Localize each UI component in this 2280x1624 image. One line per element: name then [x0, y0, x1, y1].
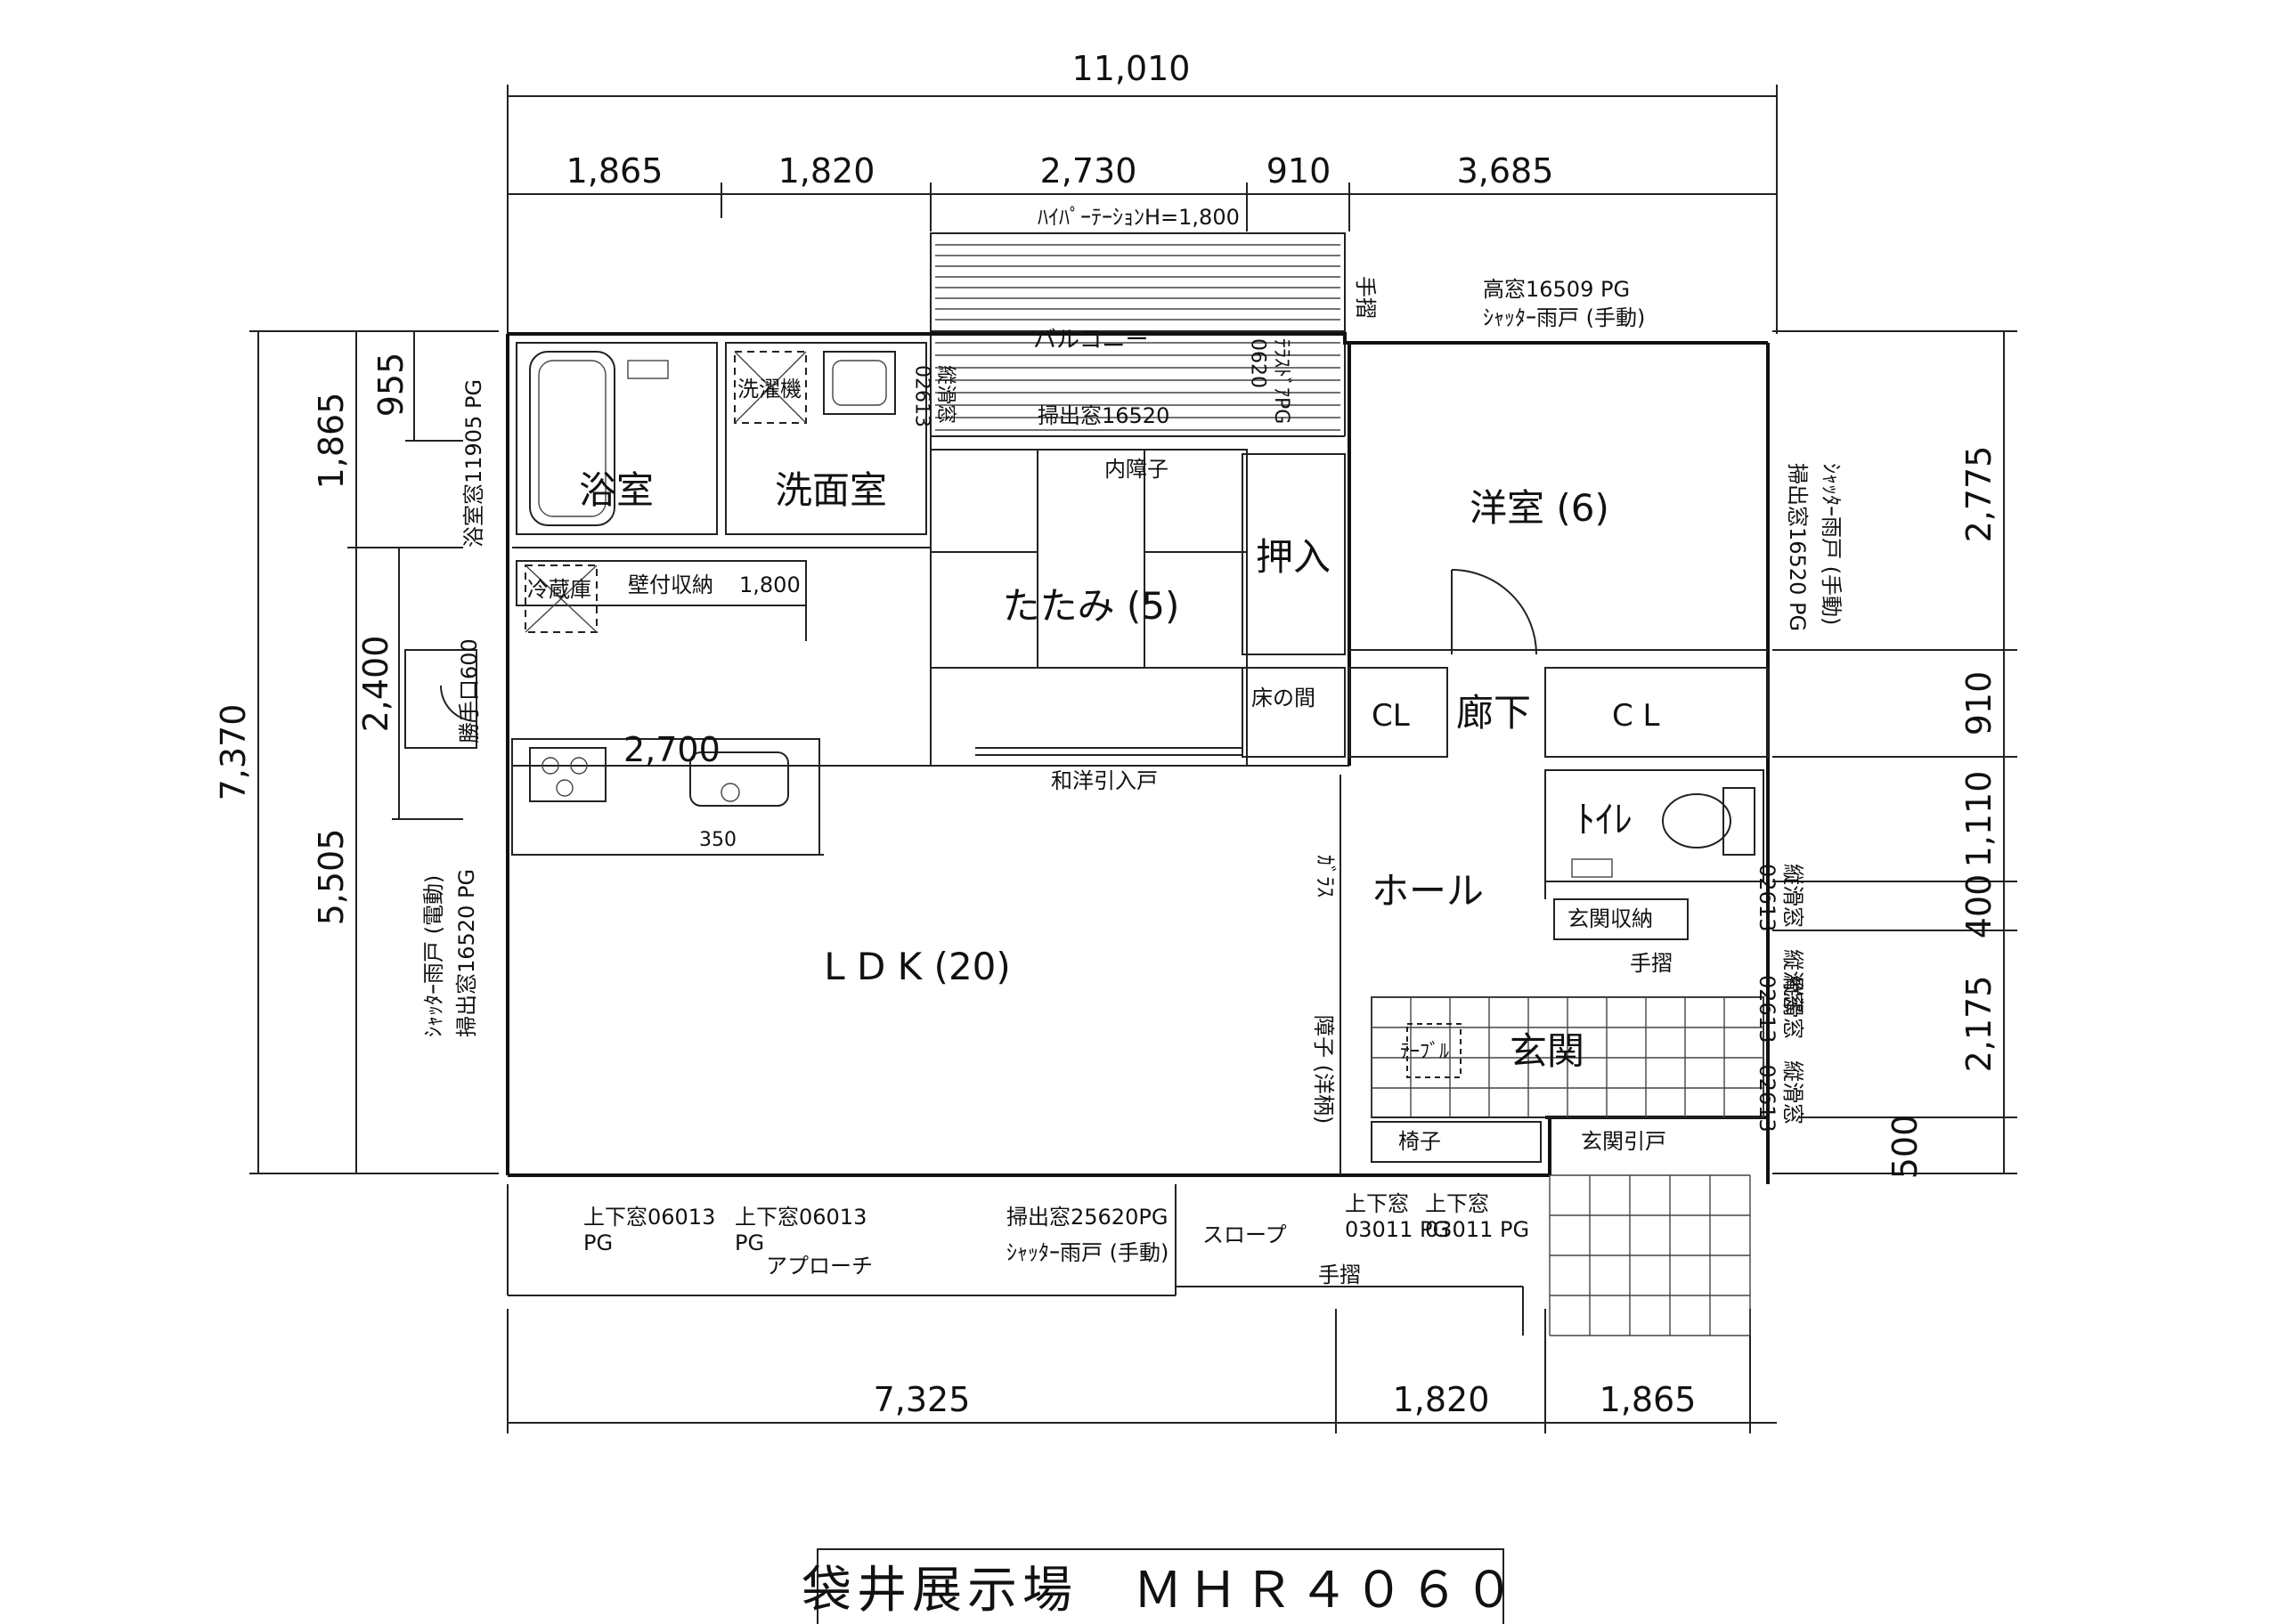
dim-bottom-3: 1,865 — [1600, 1380, 1697, 1419]
dim-right-2: 910 — [1959, 671, 1999, 736]
room-oshiire: 押入 — [1256, 535, 1331, 579]
wall-storage-label: 壁付収納 — [628, 572, 713, 597]
dimension-lines — [249, 85, 2017, 1433]
room-cl2: C L — [1612, 698, 1660, 734]
glass-note: ｶﾞﾗｽ — [1313, 855, 1338, 897]
sweep-window-left: 掃出窓16520 PG — [454, 869, 479, 1037]
dim-left-total: 7,370 — [214, 704, 253, 801]
counter-depth: 350 — [699, 829, 737, 851]
room-corridor: 廊下 — [1456, 691, 1531, 735]
dim-top-1: 1,865 — [566, 151, 664, 191]
sweep-window-south: 掃出窓25620PG — [1006, 1205, 1168, 1230]
bathtub — [529, 351, 669, 526]
room-approach: アプローチ — [766, 1254, 873, 1279]
dim-right-1: 2,775 — [1959, 446, 1999, 543]
high-window-note: 高窓16509 PG — [1483, 277, 1630, 302]
room-hall: ホール — [1372, 869, 1484, 913]
shutter-electric-note: ｼｬｯﾀｰ雨戸 (電動) — [421, 875, 446, 1037]
dim-right-6: 500 — [1885, 1115, 1925, 1180]
dim-left-1: 1,865 — [312, 393, 351, 490]
dim-left-4: 5,505 — [312, 829, 351, 926]
dim-left-3: 2,400 — [356, 636, 395, 733]
glass-door-note: ﾃﾗｽﾄﾞｱPG0620 — [1247, 338, 1292, 424]
dim-left-2: 955 — [371, 353, 411, 418]
dim-top-5: 3,685 — [1457, 151, 1554, 191]
room-tatami: たたみ (5) — [1003, 584, 1180, 628]
balcony-label: バルコニー — [1033, 327, 1148, 353]
wall-storage-length: 1,800 — [739, 572, 801, 597]
page-title: 袋井展示場 ＭＨＲ４０６０ — [802, 1562, 1519, 1620]
room-bath: 浴室 — [579, 468, 654, 512]
sliding-door-note: 和洋引入戸 — [1051, 768, 1158, 793]
dim-top-4: 910 — [1266, 151, 1331, 191]
back-door-note: 勝手口600 — [457, 638, 482, 743]
room-western: 洋室 (6) — [1470, 486, 1609, 530]
doors — [404, 569, 1537, 756]
room-tokonoma: 床の間 — [1251, 686, 1315, 710]
entrance-tiles — [1371, 996, 1764, 1117]
sweep-window-right: 掃出窓16520 PG — [1785, 463, 1810, 631]
kitchen-length: 2,700 — [623, 730, 721, 769]
entrance-storage-label: 玄関収納 — [1568, 906, 1653, 931]
dim-bottom-2: 1,820 — [1393, 1380, 1490, 1419]
handrail-balcony: 手摺 — [1353, 276, 1378, 319]
table-label: ﾃｰﾌﾞﾙ — [1400, 1041, 1449, 1063]
fridge-label: 冷蔵庫 — [527, 577, 591, 602]
dim-right-5: 2,175 — [1959, 976, 1999, 1073]
shoji-western-note: 障子 (洋柄) — [1311, 1015, 1336, 1124]
approach-area — [507, 1184, 1524, 1336]
room-slope: スロープ — [1202, 1222, 1287, 1247]
room-washroom: 洗面室 — [775, 468, 887, 512]
handrail-entrance: 手摺 — [1630, 951, 1673, 976]
handrail-south: 手摺 — [1318, 1263, 1361, 1287]
sweep-window-16520: 掃出窓16520 — [1038, 403, 1169, 428]
chair-label: 椅子 — [1398, 1129, 1441, 1154]
washer-label: 洗濯機 — [737, 377, 802, 402]
inner-shoji: 内障子 — [1104, 457, 1168, 482]
fridge — [525, 564, 598, 633]
room-toilet: ﾄｲﾚ — [1576, 798, 1633, 841]
slide-window-right-2: 縦滑窓 縦滑窓02613 02613 — [1755, 975, 1805, 1133]
slope-tiles — [1549, 1174, 1751, 1336]
washer — [734, 351, 807, 424]
partition-note: ﾊｲﾊﾟｰﾃｰｼｮﾝH=1,800 — [1038, 205, 1240, 230]
toilet-fixture — [1571, 787, 1755, 878]
room-cl1: CL — [1372, 698, 1410, 734]
bath-window-note: 浴室窓11905 PG — [461, 379, 486, 548]
dim-top-total: 11,010 — [1072, 49, 1191, 88]
shutter-manual-south: ｼｬｯﾀｰ雨戸 (手動) — [1006, 1240, 1168, 1265]
slide-window-balcony: 縦滑窓02613 — [911, 365, 957, 427]
room-ldk: L D K (20) — [824, 945, 1011, 988]
kitchen-sink — [689, 751, 789, 807]
tatami-grid — [931, 450, 1247, 669]
dim-top-3: 2,730 — [1040, 151, 1137, 191]
slide-window-right-1: 縦滑窓 縦滑窓02613 — [1755, 864, 1805, 1013]
entrance-door-note: 玄関引戸 — [1581, 1129, 1666, 1154]
shutter-manual-note: ｼｬｯﾀｰ雨戸 (手動) — [1483, 305, 1645, 330]
title-box — [817, 1548, 1504, 1624]
balcony — [930, 232, 1346, 437]
washbasin — [823, 351, 896, 415]
room-entrance: 玄関 — [1510, 1029, 1584, 1073]
dim-bottom-1: 7,325 — [874, 1380, 971, 1419]
dim-right-4: 400 — [1959, 874, 1999, 939]
shutter-manual-right: ｼｬｯﾀｰ雨戸 (手動) — [1819, 463, 1844, 625]
dim-right-3: 1,110 — [1959, 771, 1999, 868]
entrance-table — [1406, 1023, 1462, 1078]
kitchen-stove — [529, 747, 607, 802]
dim-top-2: 1,820 — [778, 151, 875, 191]
